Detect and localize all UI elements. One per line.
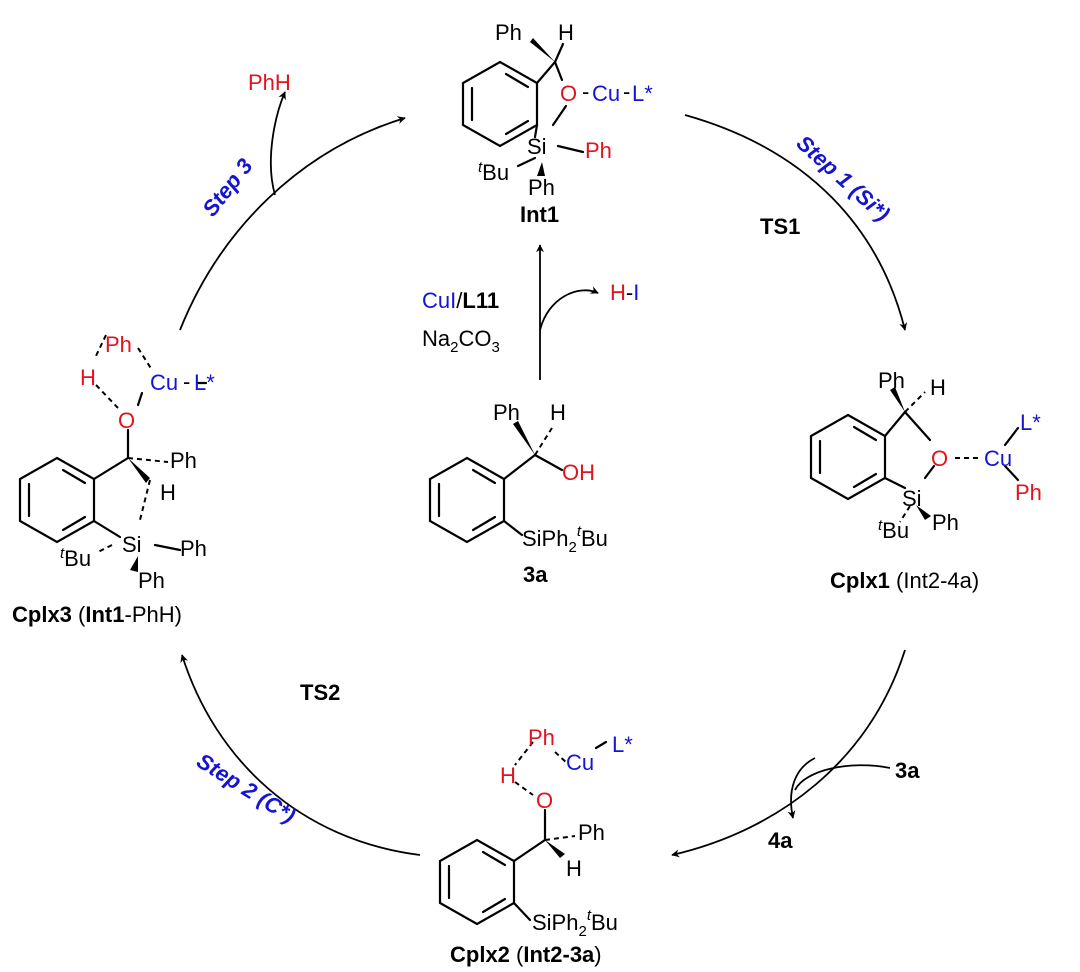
ts2-label: TS2 xyxy=(300,680,340,705)
cplx1-si: Si xyxy=(902,486,922,511)
cplx1-h-top: H xyxy=(930,375,946,400)
arrow-step3 xyxy=(179,116,406,331)
compound-cplx1: Ph H O Cu L* Ph Si tBu Ph Cplx1 (Int2-4a… xyxy=(809,368,1042,593)
cplx2-o: O xyxy=(536,788,553,813)
cplx1-ph-top: Ph xyxy=(878,368,905,393)
phh-label: PhH xyxy=(248,70,291,95)
sm-ph: Ph xyxy=(493,400,520,425)
cplx3-si: Si xyxy=(122,532,142,557)
cplx1-o: O xyxy=(931,446,948,471)
cplx3-name: Cplx3 (Int1-PhH) xyxy=(12,602,182,627)
cplx2-h-red: H xyxy=(500,763,516,788)
int1-o: O xyxy=(560,81,577,106)
sm-h: H xyxy=(550,400,566,425)
cplx3-ph-right: Ph xyxy=(170,448,197,473)
sm-oh: OH xyxy=(562,460,595,485)
cplx2-ph-red: Ph xyxy=(528,725,555,750)
ts1-label: TS1 xyxy=(760,214,800,239)
cplx3-l: L* xyxy=(194,370,215,395)
int1-tbu: tBu xyxy=(478,159,509,185)
int1-name: Int1 xyxy=(520,202,559,227)
arrow-4a-out xyxy=(787,757,816,819)
int1-dash2: - xyxy=(623,79,630,104)
sm-siph2tbu: SiPh2tBu xyxy=(522,523,608,556)
cplx3-tbu: tBu xyxy=(60,545,91,571)
cplx1-cu: Cu xyxy=(984,446,1012,471)
int1-si: Si xyxy=(527,134,547,159)
cplx2-name: Cplx2 (Int2-3a) xyxy=(450,942,602,967)
arrow-step2 xyxy=(180,654,421,856)
cplx3-ph-si: Ph xyxy=(180,536,207,561)
arrow-cplx1-to-cplx2 xyxy=(671,649,906,858)
int1-ph-bottom: Ph xyxy=(528,175,555,200)
step1-label: Step 1 (Si*) xyxy=(792,130,895,226)
int1-cu: Cu xyxy=(592,81,620,106)
compound-cplx2: Ph Cu L* H O Ph H SiPh2tBu Cplx2 (Int2-3… xyxy=(438,725,633,967)
hi-byproduct: H-I xyxy=(610,280,639,305)
compound-3a: Ph H OH SiPh2tBu 3a xyxy=(428,400,608,587)
reagent-na2co3: Na2CO3 xyxy=(422,326,500,356)
int1-ph-red: Ph xyxy=(585,138,612,163)
cplx3-ph-red: Ph xyxy=(105,332,132,357)
cplx1-tbu: tBu xyxy=(878,517,909,543)
int1-l: L* xyxy=(632,81,653,106)
cplx1-ph-bottom: Ph xyxy=(932,510,959,535)
reagent-cui-l11: CuI/L11 xyxy=(422,288,499,313)
arrow-hi-release xyxy=(539,286,599,331)
compound-int1: Ph H O - Cu - L* Si Ph tBu Ph Int1 xyxy=(461,20,653,227)
cplx2-h: H xyxy=(566,856,582,881)
cplx3-cu: Cu xyxy=(150,370,178,395)
cplx1-l: L* xyxy=(1020,410,1041,435)
cplx2-cu: Cu xyxy=(566,750,594,775)
cplx1-ph-red: Ph xyxy=(1015,480,1042,505)
arrow-phh-release xyxy=(269,91,286,196)
int1-dash: - xyxy=(582,79,589,104)
cplx3-h-red: H xyxy=(80,365,96,390)
arrow-step1 xyxy=(684,114,908,331)
arrow-3a-in xyxy=(794,764,891,791)
int1-h-top: H xyxy=(558,20,574,45)
cplx3-ph-bottom: Ph xyxy=(138,568,165,593)
cplx3-o: O xyxy=(118,408,135,433)
cplx3-h: H xyxy=(160,480,176,505)
step3-label: Step 3 xyxy=(197,154,257,221)
cplx1-name: Cplx1 (Int2-4a) xyxy=(830,568,979,593)
cplx3-dash: - xyxy=(183,369,190,394)
step2-label: Step 2 (C*) xyxy=(192,748,300,828)
compound-cplx3: Ph H Cu - L* O Ph H Si Ph tBu Ph Cplx3 (… xyxy=(12,332,215,627)
sm-name: 3a xyxy=(523,562,548,587)
cplx2-ph-right: Ph xyxy=(578,820,605,845)
cplx2-siph2tbu: SiPh2tBu xyxy=(532,907,618,940)
cplx2-l: L* xyxy=(612,732,633,757)
int1-ph-top: Ph xyxy=(495,20,522,45)
out-4a-label: 4a xyxy=(768,828,793,853)
in-3a-label: 3a xyxy=(895,758,920,783)
